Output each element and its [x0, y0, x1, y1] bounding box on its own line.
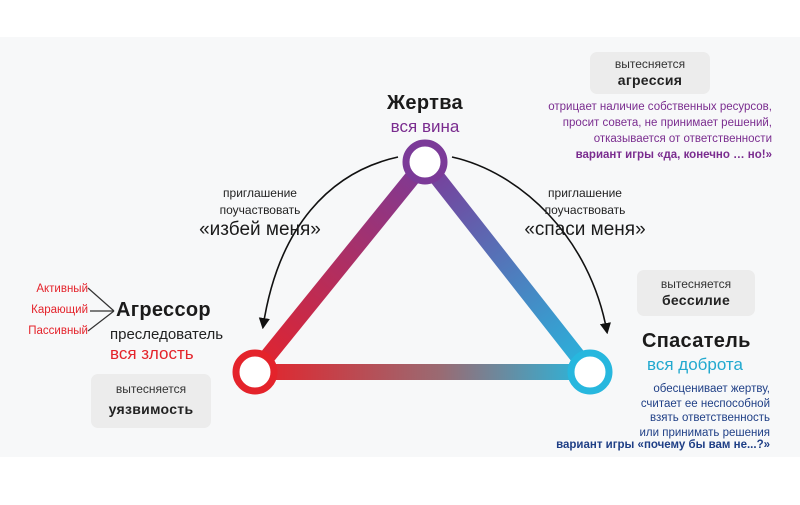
left-invitation: приглашение поучаствовать «избей меня»	[185, 185, 335, 241]
type-connector-bottom	[87, 310, 115, 332]
left-invitation-line2: поучаствовать	[219, 203, 301, 217]
victim-game: вариант игры «да, конечно … но!»	[575, 149, 772, 161]
aggressor-type-punishing: Карающий	[31, 304, 88, 316]
victim-suppressed-box: вытесняется агрессия	[590, 52, 710, 94]
rescuer-suppressed-box: вытесняется бессилие	[637, 270, 755, 316]
victim-node	[402, 139, 448, 185]
aggressor-node	[232, 349, 278, 395]
rescuer-game: вариант игры «почему бы вам не...?»	[556, 439, 770, 451]
rescuer-description-line: или принимать решения	[639, 426, 771, 439]
victim-description: отрицает наличие собственных ресурсов, п…	[510, 99, 772, 163]
victim-suppressed-label: вытесняется	[614, 57, 686, 71]
edge-victim-rescuer	[418, 157, 597, 377]
aggressor-accent: вся злость	[110, 344, 194, 363]
victim-suppressed-value: агрессия	[617, 72, 683, 88]
aggressor-type-passive: Пассивный	[28, 325, 88, 337]
triangle-graphic	[87, 139, 613, 395]
aggressor-title: Агрессор	[116, 299, 211, 321]
left-invitation-quote: «избей меня»	[199, 219, 321, 240]
right-invitation-arrow	[451, 156, 611, 335]
type-connector-top	[87, 287, 115, 312]
aggressor-types: Активный Карающий Пассивный	[10, 279, 88, 342]
left-invitation-arrow	[258, 156, 399, 330]
victim-description-line: просит совета, не принимает решений,	[562, 117, 772, 129]
aggressor-type-active: Активный	[36, 283, 88, 295]
rescuer-description: обесценивает жертву, считает ее неспособ…	[560, 382, 771, 440]
right-invitation-line1: приглашение	[548, 186, 622, 200]
rescuer-suppressed-label: вытесняется	[660, 277, 732, 291]
karpman-triangle-diagram: Жертва вся вина вытесняется агрессия отр…	[0, 37, 800, 457]
aggressor-subtitle: преследователь	[110, 326, 224, 343]
rescuer-subtitle: вся доброта	[647, 355, 743, 374]
aggressor-suppressed-label: вытесняется	[115, 382, 187, 396]
rescuer-description-line: обесценивает жертву,	[653, 383, 770, 395]
victim-description-line: отказывается от ответственности	[593, 133, 772, 145]
right-invitation: приглашение поучаствовать «спаси меня»	[510, 185, 660, 241]
rescuer-node	[567, 349, 613, 395]
victim-description-line: отрицает наличие собственных ресурсов,	[548, 101, 772, 113]
edge-victim-aggressor	[248, 156, 432, 378]
rescuer-description-line: взять ответственность	[650, 412, 770, 424]
right-invitation-line2: поучаствовать	[544, 203, 626, 217]
right-invitation-quote: «спаси меня»	[524, 219, 646, 240]
rescuer-description-line: считает ее неспособной	[640, 397, 770, 410]
rescuer-title: Спасатель	[642, 330, 751, 352]
aggressor-suppressed-box: вытесняется уязвимость	[91, 374, 211, 428]
victim-subtitle: вся вина	[390, 117, 460, 136]
victim-title: Жертва	[387, 92, 463, 114]
left-invitation-line1: приглашение	[223, 186, 297, 200]
rescuer-suppressed-value: бессилие	[661, 292, 731, 308]
aggressor-suppressed-value: уязвимость	[108, 401, 194, 417]
